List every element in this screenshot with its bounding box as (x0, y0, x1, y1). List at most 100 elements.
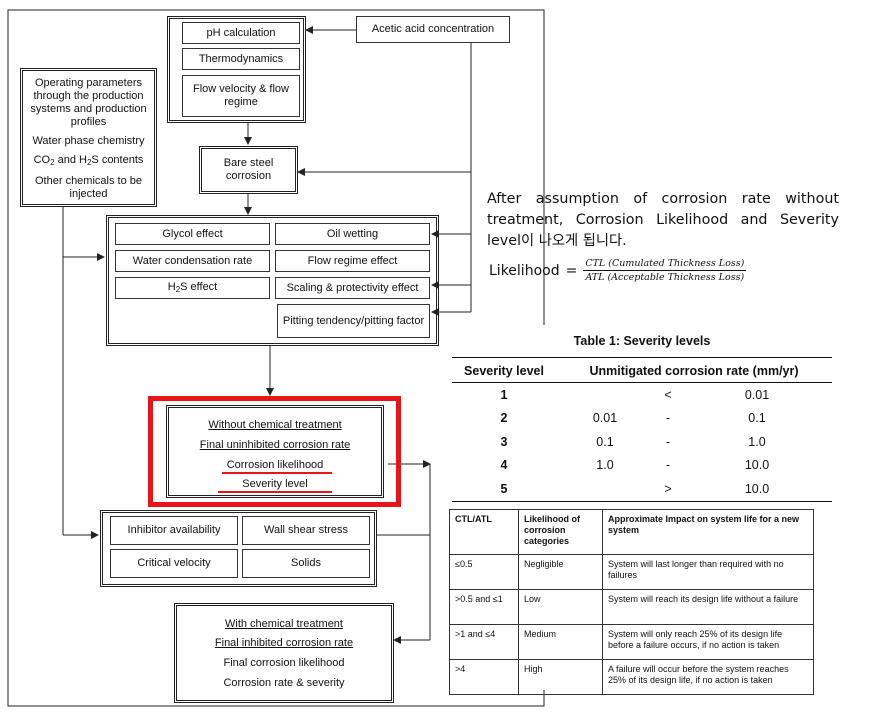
severity-row: 1<0.01 (452, 383, 832, 407)
severity-level-cell: 4 (500, 458, 508, 473)
co2-h2s-label: CO2 and H2S contents (33, 154, 144, 167)
flow-regime-effect-label: Flow regime effect (307, 254, 398, 267)
severity-row: 5 >10.0 (452, 477, 832, 502)
severity-row: 2 0.01 - 0.1 (452, 407, 832, 431)
rate-high-cell: 10.0 (682, 477, 832, 502)
severity-table: Severity level Unmitigated corrosion rat… (452, 357, 832, 502)
bare-steel-box: Bare steel corrosion (199, 146, 298, 194)
oil-wetting-box: Oil wetting (275, 223, 430, 245)
rate-low-cell: 0.1 (596, 434, 614, 449)
acetic-acid-box: Acetic acid concentration (356, 16, 510, 43)
inhibited-rate-label: Final inhibited corrosion rate (214, 637, 354, 649)
top-group-frame (167, 16, 306, 123)
ratio-cell: >1 and ≤4 (449, 624, 519, 660)
critical-velocity-label: Critical velocity (137, 557, 211, 569)
without-treatment-title: Without chemical treatment (208, 419, 342, 431)
acetic-acid-label: Acetic acid concentration (371, 23, 495, 35)
solids-label: Solids (291, 557, 321, 569)
solids-box: Solids (242, 549, 370, 578)
likelihood-header: Likelihood of corrosion categories (518, 509, 603, 555)
impact-cell: A failure will occur before the system r… (602, 659, 814, 695)
rate-low-cell: 1.0 (596, 458, 614, 473)
rate-op-cell: - (665, 458, 671, 473)
rate-col-header: Unmitigated corrosion rate (mm/yr) (556, 357, 832, 383)
bare-steel-label: Bare steel corrosion (223, 157, 274, 182)
flow-velocity-label: Flow velocity & flow regime (193, 83, 289, 108)
ctl-atl-header: CTL/ATL (449, 509, 519, 555)
formula-label: Likelihood (489, 262, 560, 279)
wall-shear-stress-box: Wall shear stress (242, 516, 370, 545)
other-chemicals-label: Other chemicals to be injected (35, 175, 142, 200)
impact-cell: System will only reach 25% of its design… (602, 624, 814, 660)
oil-wetting-label: Oil wetting (326, 227, 379, 240)
likelihood-table: CTL/ATL Likelihood of corrosion categori… (449, 509, 814, 695)
outer-frame (7, 9, 545, 707)
severity-col-header: Severity level (452, 357, 556, 383)
rate-high-cell: 0.01 (744, 387, 770, 402)
rate-high-cell: 0.1 (748, 411, 766, 426)
severity-level-label: Severity level (242, 478, 308, 490)
water-condensation-box: Water condensation rate (115, 250, 270, 272)
inhibitor-availability-box: Inhibitor availability (110, 516, 238, 545)
water-condensation-label: Water condensation rate (132, 254, 253, 267)
severity-row: 3 0.1 - 1.0 (452, 430, 832, 454)
ratio-cell: >0.5 and ≤1 (449, 589, 519, 625)
rate-op-cell: > (654, 477, 682, 502)
severity-level-cell: 3 (500, 434, 508, 449)
with-treatment-title: With chemical treatment (225, 618, 343, 630)
thermodynamics-box: Thermodynamics (182, 48, 300, 70)
flow-velocity-box: Flow velocity & flow regime (182, 75, 300, 117)
pitting-tendency-label: Pitting tendency/pitting factor (282, 314, 425, 327)
scaling-protectivity-label: Scaling & protectivity effect (286, 281, 419, 294)
rate-low-cell (556, 477, 654, 502)
rate-high-cell: 1.0 (748, 434, 766, 449)
impact-cell: System will last longer than required wi… (602, 554, 814, 590)
critical-velocity-box: Critical velocity (110, 549, 238, 578)
without-treatment-frame (166, 405, 384, 498)
factors-frame (100, 510, 377, 587)
formula-fraction: CTL (Cumulated Thickness Loss) ATL (Acce… (583, 258, 747, 283)
water-phase-chemistry-label: Water phase chemistry (32, 135, 145, 147)
operating-parameters-title: Operating parameters through the product… (30, 77, 147, 128)
glycol-effect-box: Glycol effect (115, 223, 270, 245)
corrosion-likelihood-label: Corrosion likelihood (226, 459, 324, 471)
flow-regime-effect-box: Flow regime effect (275, 250, 430, 272)
note-text: After assumption of corrosion rate witho… (487, 191, 839, 249)
scaling-protectivity-box: Scaling & protectivity effect (275, 277, 430, 299)
h2s-effect-label: H2S effect (167, 280, 218, 294)
rate-high-cell: 10.0 (744, 458, 770, 473)
ratio-cell: >4 (449, 659, 519, 695)
pitting-tendency-box: Pitting tendency/pitting factor (277, 304, 430, 338)
operating-parameters-box: Operating parameters through the product… (20, 68, 157, 207)
wall-shear-stress-label: Wall shear stress (264, 524, 348, 536)
h2s-effect-box: H2S effect (115, 277, 270, 299)
category-cell: Medium (518, 624, 603, 660)
severity-level-cell: 5 (452, 477, 556, 502)
inhibitor-availability-label: Inhibitor availability (127, 524, 221, 536)
final-likelihood-label: Final corrosion likelihood (223, 657, 345, 669)
rate-severity-label: Corrosion rate & severity (223, 677, 345, 689)
rate-op-cell: - (665, 411, 671, 426)
category-cell: High (518, 659, 603, 695)
thermodynamics-label: Thermodynamics (198, 52, 284, 65)
glycol-effect-label: Glycol effect (162, 227, 223, 240)
rate-op-cell: - (665, 434, 671, 449)
category-cell: Low (518, 589, 603, 625)
formula-denominator: ATL (Acceptable Thickness Loss) (585, 272, 745, 283)
formula-numerator: CTL (Cumulated Thickness Loss) (583, 258, 747, 271)
formula-equals: = (565, 262, 578, 279)
uninhibited-rate-label: Final uninhibited corrosion rate (199, 439, 351, 451)
red-highlight-frame (148, 396, 401, 507)
ph-calculation-label: pH calculation (206, 26, 276, 39)
with-treatment-frame (174, 603, 394, 703)
severity-level-cell: 2 (500, 411, 508, 426)
rate-op-cell: < (664, 387, 672, 402)
rate-low-cell (556, 383, 654, 407)
rate-low-cell: 0.01 (592, 411, 618, 426)
ph-calculation-box: pH calculation (182, 22, 300, 44)
